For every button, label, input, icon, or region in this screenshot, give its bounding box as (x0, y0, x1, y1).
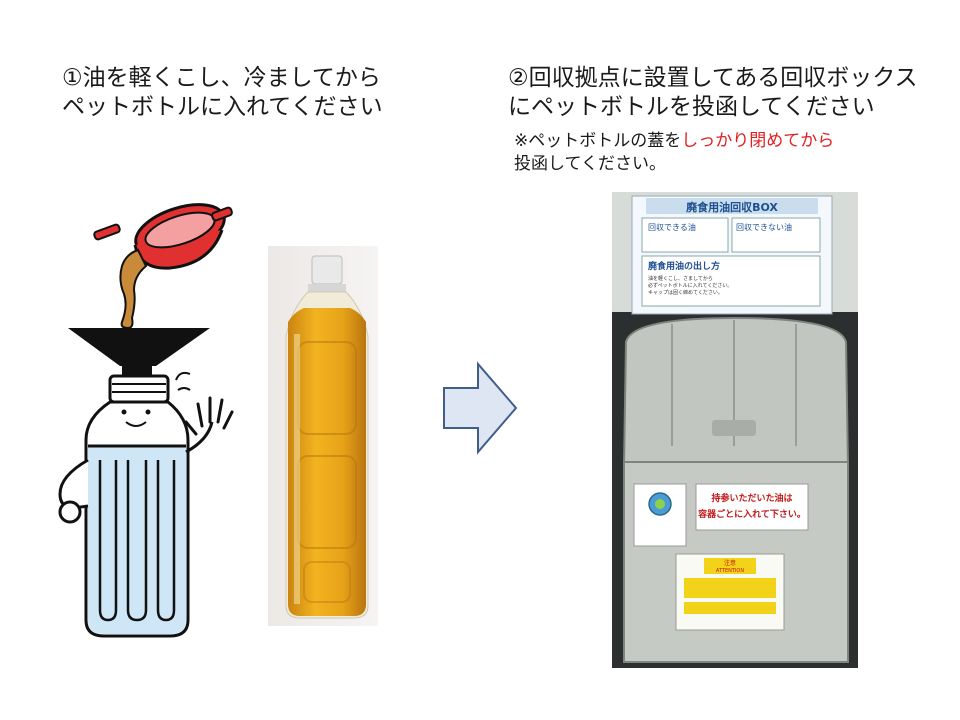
step1-line1: ①油を軽くこし、冷ましてから (62, 65, 381, 91)
funnel-icon (68, 328, 210, 380)
oil-stream (119, 248, 148, 330)
note-line1: ※ペットボトルの蓋をしっかり閉めてから (514, 130, 834, 153)
box-header-text: 廃食用油回収BOX (686, 200, 778, 214)
bottle-neck (108, 374, 170, 404)
box-howto-line2: 必ずペットボトルに入れてください。 (648, 282, 732, 289)
box-sticker-line1: 持参いただいた油は (711, 492, 792, 504)
step1-instruction: ①油を軽くこし、冷ましてから ペットボトルに入れてください (62, 64, 383, 122)
step2-line1: ②回収拠点に設置してある回収ボックス (508, 65, 918, 91)
right-arrow-icon (443, 361, 518, 455)
note-line2: 投函してください。 (514, 154, 666, 174)
step1-line2: ペットボトルに入れてください (62, 94, 383, 120)
box-howto-label: 廃食用油の出し方 (648, 260, 720, 272)
step2-line2: にペットボトルを投函してください (508, 94, 875, 120)
box-ok-label: 回収できる油 (648, 222, 696, 232)
bottle-character-illustration (58, 203, 234, 638)
collection-box-photo: 廃食用油回収BOX 回収できる油 回収できない油 廃食用油の出し方 油を軽くこし… (612, 192, 858, 668)
box-ng-label: 回収できない油 (736, 222, 792, 232)
box-sticker-line2: 容器ごとに入れて下さい。 (697, 508, 806, 520)
box-howto-line1: 油を軽くこし、さましてから (648, 275, 713, 282)
box-howto-line3: キャップは固く締めてください。 (648, 289, 723, 296)
pot-icon (93, 203, 233, 270)
box-caution-title: 注意 (724, 559, 736, 567)
note-highlight: しっかり閉めてから (681, 131, 835, 151)
note-prefix: ※ペットボトルの蓋を (514, 131, 682, 151)
box-caution-sub: ATTENTION (716, 568, 744, 574)
bottle-character-icon (58, 371, 234, 638)
cap-note: ※ペットボトルの蓋をしっかり閉めてから 投函してください。 (514, 130, 834, 176)
oil-bottle-photo (268, 246, 378, 626)
step2-instruction: ②回収拠点に設置してある回収ボックス にペットボトルを投函してください (508, 64, 918, 122)
